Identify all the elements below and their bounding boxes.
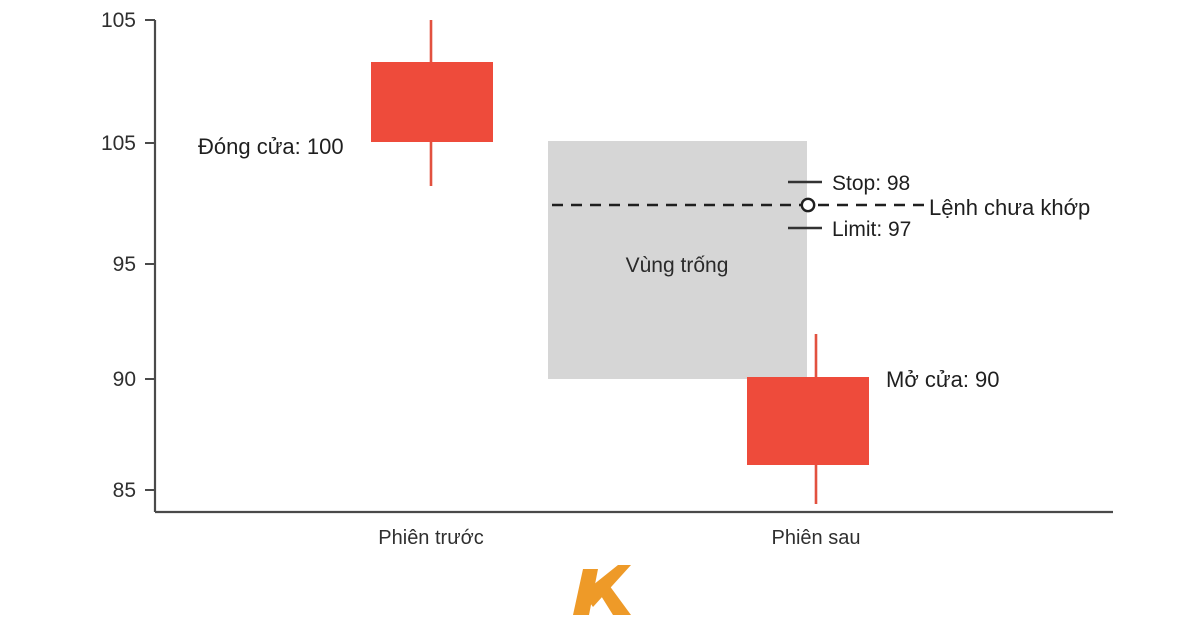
axes-group	[145, 19, 1113, 514]
candle-phien-truoc[interactable]	[371, 20, 493, 186]
pending-order-marker-icon	[800, 197, 816, 213]
order-labels-group: Stop: 98 Limit: 97 Lệnh chưa khớp	[832, 172, 1090, 241]
pending-order-label: Lệnh chưa khớp	[929, 195, 1090, 220]
candle-2-body[interactable]	[747, 377, 869, 465]
stop-level-label: Stop: 98	[832, 172, 910, 195]
gap-region-label: Vùng trống	[626, 254, 729, 277]
order-levels-group	[552, 180, 925, 230]
y-axis-tick-labels: 105 105 95 90 85	[101, 9, 136, 502]
gap-region-rect	[548, 141, 807, 379]
close-price-annotation: Đóng cửa: 100	[198, 134, 344, 159]
candle-phien-sau[interactable]	[747, 334, 869, 504]
open-price-annotation: Mở cửa: 90	[886, 367, 1000, 392]
y-tick-label-5: 85	[113, 479, 136, 502]
candle-1-body[interactable]	[371, 62, 493, 142]
limit-level-label: Limit: 97	[832, 218, 911, 241]
brand-logo-k-icon	[573, 565, 631, 615]
y-tick-label-2: 105	[101, 132, 136, 155]
x-category-label-2: Phiên sau	[772, 527, 861, 549]
x-category-label-1: Phiên trước	[378, 527, 483, 549]
y-tick-label-4: 90	[113, 368, 136, 391]
gap-region-group: Vùng trống	[548, 141, 807, 379]
y-tick-label-1: 105	[101, 9, 136, 32]
y-tick-label-3: 95	[113, 253, 136, 276]
x-axis-category-labels: Phiên trước Phiên sau	[378, 527, 860, 549]
